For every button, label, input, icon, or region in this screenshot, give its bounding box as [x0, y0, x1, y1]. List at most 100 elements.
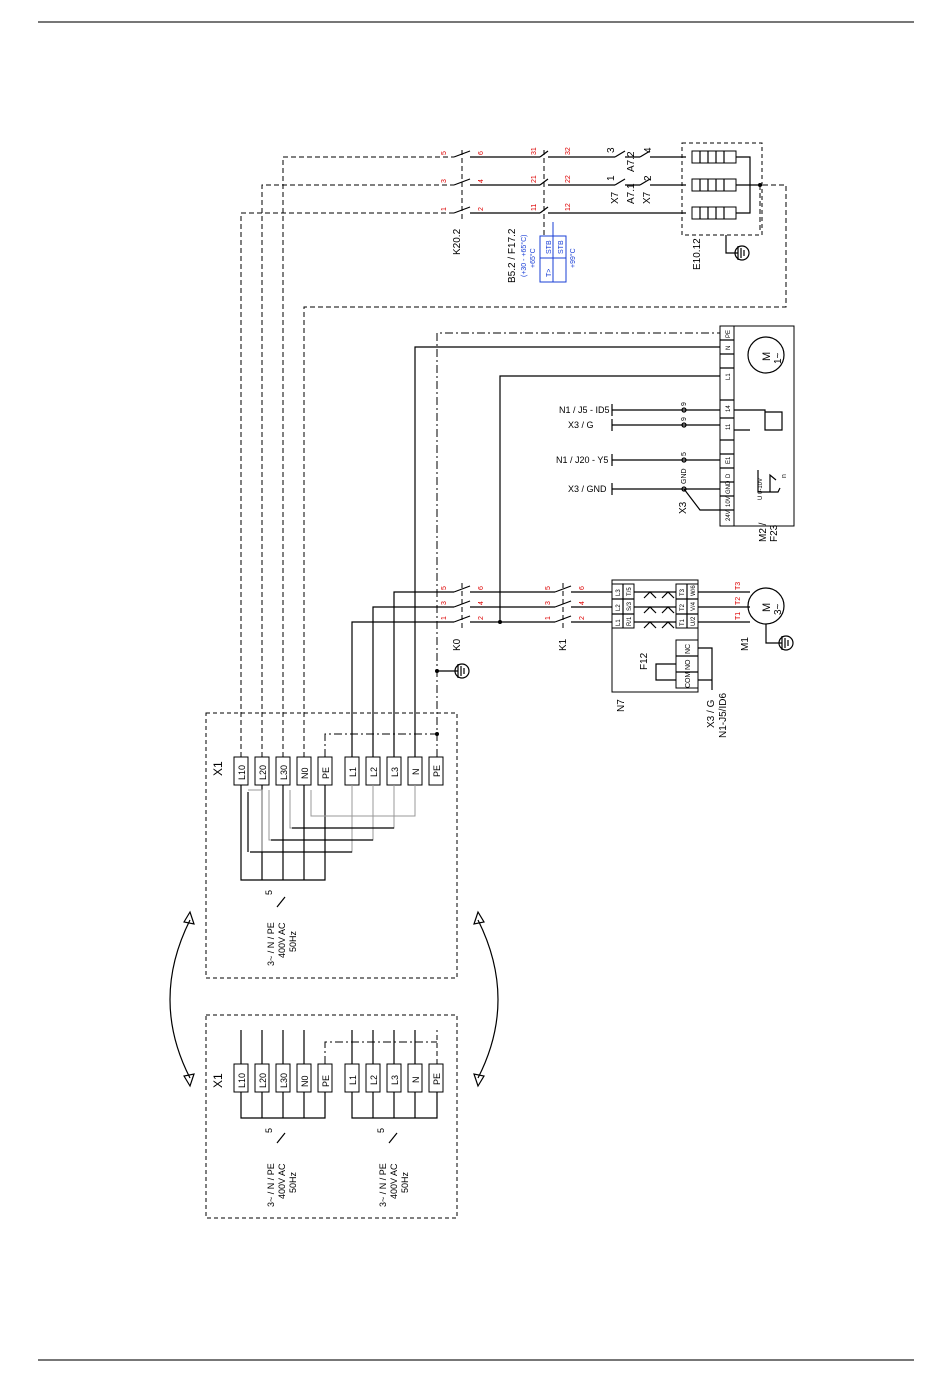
- m2-1: 1~: [773, 352, 784, 364]
- n7-terminal-blocks: [611, 583, 699, 629]
- swap-arrow-left: [169, 919, 191, 1079]
- f23-label: F23: [769, 524, 780, 542]
- k0-n6: 6: [478, 586, 485, 590]
- b52-sensor: [539, 222, 567, 283]
- e1012-box: [681, 142, 763, 236]
- m1-t3: T3: [735, 582, 742, 590]
- x1u-t4: N0: [300, 767, 310, 779]
- k20-n4: 4: [478, 179, 485, 183]
- x1u-t6: L1: [348, 767, 358, 777]
- k20-n3: 3: [441, 179, 448, 183]
- x7-n4: 4: [643, 147, 654, 153]
- x1u-t7: L2: [369, 767, 379, 777]
- k0-n5: 5: [441, 586, 448, 590]
- supply-c-2: 400V AC: [389, 1163, 399, 1199]
- supply-a-2: 400V AC: [277, 922, 287, 958]
- top-rule: [38, 21, 914, 23]
- supply-b-3: 50Hz: [288, 1171, 298, 1193]
- m1-t1: T1: [735, 612, 742, 620]
- k1-n3: 3: [545, 601, 552, 605]
- n7-label: N7: [616, 699, 627, 712]
- x1u-t5: PE: [321, 767, 331, 779]
- f12-no: NO: [685, 659, 692, 670]
- k1-n1: 1: [545, 616, 552, 620]
- x1l-t3: L30: [279, 1073, 289, 1088]
- five-upper: 5: [264, 890, 274, 895]
- n7-t3: T3: [680, 588, 686, 596]
- k0-n4: 4: [478, 601, 485, 605]
- x1-lower-label: X1: [211, 1073, 225, 1088]
- n7-l2: L2: [616, 604, 622, 611]
- m1-t2: T2: [735, 597, 742, 605]
- b52-str2: STB: [558, 240, 565, 254]
- n7-t2: T2: [680, 603, 686, 611]
- k20-n6: 6: [478, 151, 485, 155]
- b52-n22: 22: [565, 175, 572, 183]
- x1l-t6: L1: [348, 1075, 358, 1085]
- m2-10v: 10V: [726, 496, 732, 507]
- five-lower-b: 5: [376, 1128, 386, 1133]
- x1l-t9: N: [411, 1077, 421, 1084]
- e1012-label: E10.12: [692, 238, 703, 270]
- supply-a-3: 50Hz: [288, 930, 298, 952]
- x1-lower-box: [205, 1014, 458, 1219]
- ground-m1: [778, 635, 794, 651]
- x1u-t3: L30: [279, 765, 289, 780]
- supply-a-1: 3~ / N / PE: [266, 922, 276, 966]
- b52-n32: 32: [565, 147, 572, 155]
- b52-label: B5.2 / F17.2: [507, 228, 518, 283]
- id5-num: 9: [681, 402, 688, 406]
- x3-label: X3: [678, 501, 689, 514]
- b52-n11: 11: [531, 204, 538, 211]
- k20-label: K20.2: [452, 228, 463, 255]
- k20-n1: 1: [441, 207, 448, 211]
- b52-set: +65°C: [529, 248, 537, 268]
- m1-m: M: [761, 603, 773, 612]
- x1l-t1: L10: [237, 1073, 247, 1088]
- x1l-t10: PE: [432, 1073, 442, 1085]
- m1-3: 3~: [773, 603, 784, 615]
- x7-n2: 2: [643, 175, 654, 181]
- x3g-label: X3 / G: [706, 699, 717, 728]
- k1-contacts: [554, 583, 612, 628]
- m1-label: M1: [740, 637, 751, 651]
- x1u-t1: L10: [237, 765, 247, 780]
- e1012-elements: [691, 150, 762, 232]
- n7-w6: W/6: [691, 585, 697, 596]
- f12-com: COM: [685, 672, 692, 689]
- m2-e1: E1: [726, 456, 732, 464]
- sig-x3g: X3 / G: [568, 420, 594, 430]
- k1-n4: 4: [579, 601, 586, 605]
- x1u-t8: L3: [390, 767, 400, 777]
- f12-relay: [655, 639, 713, 690]
- n7-l1: L1: [616, 619, 622, 626]
- k20-contacts: [453, 150, 540, 222]
- m2-gnd: GND: [726, 480, 732, 494]
- y5-num: 5: [681, 452, 688, 456]
- n7-v4: V/4: [691, 601, 697, 611]
- f12-nc: NC: [685, 644, 692, 654]
- m2-terminal-block: [719, 325, 735, 527]
- b52-range: (+30 - +65°C): [520, 235, 528, 278]
- n7-r1: R/1: [627, 616, 633, 626]
- m2-14: 14: [726, 405, 732, 412]
- x1u-t2: L20: [258, 765, 268, 780]
- k0-label: K0: [452, 638, 463, 651]
- x1u-t10: PE: [432, 765, 442, 777]
- k0-n3: 3: [441, 601, 448, 605]
- supply-c-3: 50Hz: [400, 1171, 410, 1193]
- x7-n3: 3: [606, 147, 617, 153]
- x1l-t8: L3: [390, 1075, 400, 1085]
- n7-l3: L3: [616, 589, 622, 596]
- k1-n5: 5: [545, 586, 552, 590]
- swap-arrow-right: [477, 919, 499, 1079]
- supply-c-1: 3~ / N / PE: [378, 1163, 388, 1207]
- m2-n: N: [726, 346, 732, 350]
- k0-contacts: [453, 583, 555, 628]
- n7-s3: S/3: [627, 601, 633, 611]
- b52-contacts: [539, 150, 686, 235]
- x7-label-1: X7: [610, 191, 621, 204]
- ground-k0: [454, 663, 470, 679]
- m2-11: 11: [726, 423, 732, 430]
